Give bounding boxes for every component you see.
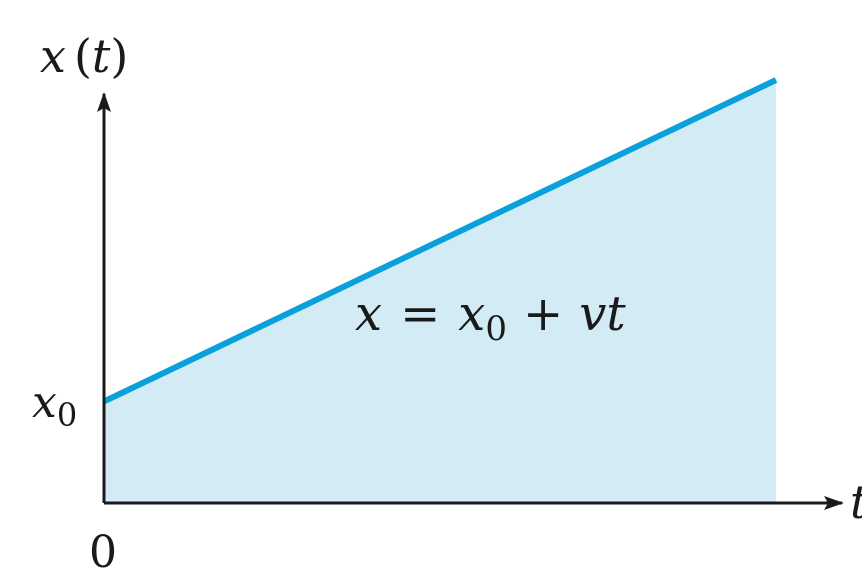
y-tick-label-base: x bbox=[32, 377, 57, 428]
equation-plus: + bbox=[523, 286, 563, 342]
equation-x0-base: x bbox=[458, 286, 485, 342]
x-axis-label: t bbox=[850, 475, 862, 529]
equation-x0-sub: 0 bbox=[485, 309, 507, 349]
x-tick-label: 0 bbox=[89, 527, 117, 575]
y-axis-label-var: x bbox=[40, 29, 66, 83]
area-under-line bbox=[104, 80, 776, 503]
equation-lhs: x bbox=[355, 286, 382, 342]
y-axis-label-arg: t bbox=[92, 29, 111, 83]
equation-equals: = bbox=[400, 286, 440, 342]
y-tick-label-sub: 0 bbox=[57, 396, 77, 434]
y-axis-label-close: ) bbox=[110, 29, 128, 83]
equation-annotation: x=x0+vt bbox=[355, 286, 626, 349]
y-axis-label-open: ( bbox=[74, 29, 92, 83]
y-tick-label: x0 bbox=[32, 377, 77, 434]
y-axis-label: x(t) bbox=[40, 29, 128, 83]
equation-rhs: vt bbox=[579, 286, 626, 342]
position-line bbox=[102, 77, 778, 405]
